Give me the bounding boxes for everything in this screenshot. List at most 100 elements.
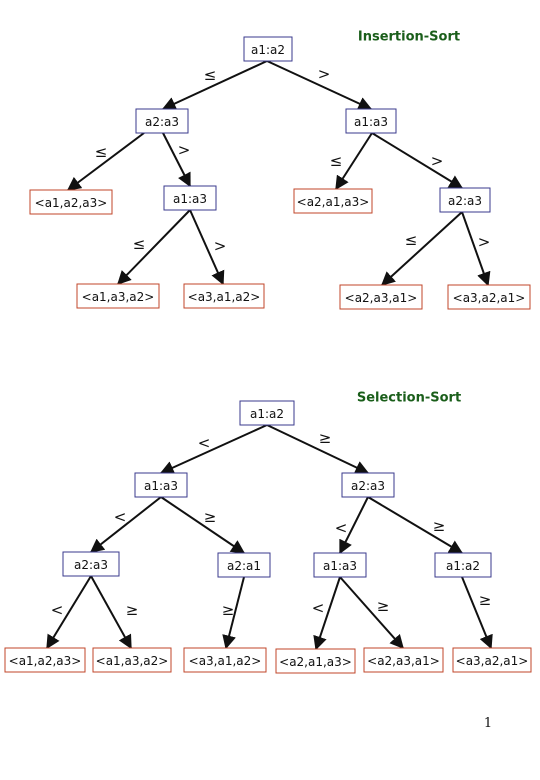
- node-label: <a1,a3,a2>: [96, 654, 169, 668]
- edge-label: >: [214, 237, 227, 255]
- comparison-node: a1:a3: [134, 472, 188, 498]
- node-box: [163, 185, 217, 211]
- node-box: [243, 36, 293, 62]
- edge-arrow: [117, 209, 191, 286]
- edge-label: ≥: [204, 508, 217, 526]
- edge-label: >: [478, 233, 491, 251]
- comparison-node: a2:a3: [439, 187, 491, 213]
- leaf-permutation-node: <a1,a3,a2>: [92, 647, 172, 673]
- node-label: <a3,a2,a1>: [456, 654, 529, 668]
- edge-label: ≥: [377, 597, 390, 615]
- tree-title: Insertion-Sort: [358, 30, 460, 45]
- comparison-node: a1:a3: [163, 185, 217, 211]
- node-label: <a2,a1,a3>: [279, 655, 352, 669]
- edge-label: >: [318, 65, 331, 83]
- node-label: a2:a3: [145, 115, 179, 129]
- node-label: a1:a3: [144, 479, 178, 493]
- comparison-node: a2:a3: [135, 108, 189, 134]
- leaf-permutation-node: <a2,a3,a1>: [363, 647, 444, 673]
- node-label: a2:a3: [74, 558, 108, 572]
- leaf-permutation-node: <a2,a3,a1>: [339, 284, 423, 310]
- edge-arrow: [90, 575, 132, 650]
- node-label: a2:a3: [448, 194, 482, 208]
- node-box: [76, 283, 160, 309]
- edge-label: <: [312, 599, 325, 617]
- node-box: [434, 552, 492, 578]
- leaf-permutation-node: <a3,a2,a1>: [452, 647, 532, 673]
- node-box: [183, 283, 265, 309]
- node-box: [439, 187, 491, 213]
- node-label: <a3,a1,a2>: [188, 290, 261, 304]
- comparison-node: a1:a2: [434, 552, 492, 578]
- node-label: <a1,a2,a3>: [9, 654, 82, 668]
- edge-label: <: [198, 434, 211, 452]
- node-box: [363, 647, 444, 673]
- node-box: [339, 284, 423, 310]
- comparison-node: a1:a2: [243, 36, 293, 62]
- leaf-permutation-node: <a1,a2,a3>: [29, 189, 113, 215]
- node-box: [275, 648, 356, 674]
- edge-arrow: [189, 209, 225, 286]
- edge-label: ≤: [405, 231, 418, 249]
- edge-label: <: [51, 601, 64, 619]
- node-box: [217, 552, 271, 578]
- edge-arrow: [159, 424, 268, 475]
- comparison-node: a2:a3: [341, 472, 395, 498]
- comparison-node: a1:a3: [345, 108, 397, 134]
- node-box: [313, 552, 367, 578]
- node-label: <a2,a3,a1>: [367, 654, 440, 668]
- node-label: a1:a2: [446, 559, 480, 573]
- node-box: [293, 188, 373, 214]
- node-label: <a3,a2,a1>: [453, 291, 526, 305]
- node-box: [447, 284, 531, 310]
- node-label: a1:a3: [173, 192, 207, 206]
- page-number: 1: [484, 716, 492, 731]
- edge-label: ≤: [330, 152, 343, 170]
- node-box: [239, 400, 295, 426]
- edge-arrow: [367, 496, 464, 554]
- node-box: [62, 551, 120, 577]
- leaf-permutation-node: <a3,a1,a2>: [183, 283, 265, 309]
- leaf-permutation-node: <a3,a2,a1>: [447, 284, 531, 310]
- edge-label: <: [114, 508, 127, 526]
- edge-arrow: [66, 132, 145, 191]
- leaf-permutation-node: <a2,a1,a3>: [275, 648, 356, 674]
- comparison-node: a2:a1: [217, 552, 271, 578]
- edge-arrow: [461, 211, 491, 287]
- leaf-permutation-node: <a3,a1,a2>: [183, 647, 267, 673]
- node-box: [92, 647, 172, 673]
- edge-label: ≥: [433, 517, 446, 535]
- node-label: a2:a1: [227, 559, 261, 573]
- edge-arrow: [313, 576, 341, 651]
- edge-label: >: [431, 152, 444, 170]
- edge-arrow: [335, 132, 373, 191]
- comparison-node: a2:a3: [62, 551, 120, 577]
- node-label: a1:a2: [251, 43, 285, 57]
- node-box: [183, 647, 267, 673]
- edge-arrow: [161, 60, 268, 111]
- edge-arrow: [222, 576, 245, 650]
- node-label: <a2,a3,a1>: [345, 291, 418, 305]
- tree-title: Selection-Sort: [357, 391, 461, 406]
- edge-label: ≤: [133, 235, 146, 253]
- edge-label: <: [335, 519, 348, 537]
- edge-label: ≤: [95, 143, 108, 161]
- node-label: a1:a3: [354, 115, 388, 129]
- edge-label: >: [178, 141, 191, 159]
- node-label: a2:a3: [351, 479, 385, 493]
- edge-arrow: [266, 424, 370, 474]
- edge-arrow: [89, 496, 162, 553]
- comparison-node: a1:a3: [313, 552, 367, 578]
- node-box: [452, 647, 532, 673]
- edge-arrow: [380, 211, 463, 286]
- edge-arrow: [160, 496, 246, 554]
- edge-arrow: [339, 496, 369, 555]
- node-label: a1:a2: [250, 407, 284, 421]
- edge-arrow: [46, 575, 92, 650]
- node-label: a1:a3: [323, 559, 357, 573]
- edge-label: ≥: [222, 601, 235, 619]
- node-box: [4, 647, 86, 673]
